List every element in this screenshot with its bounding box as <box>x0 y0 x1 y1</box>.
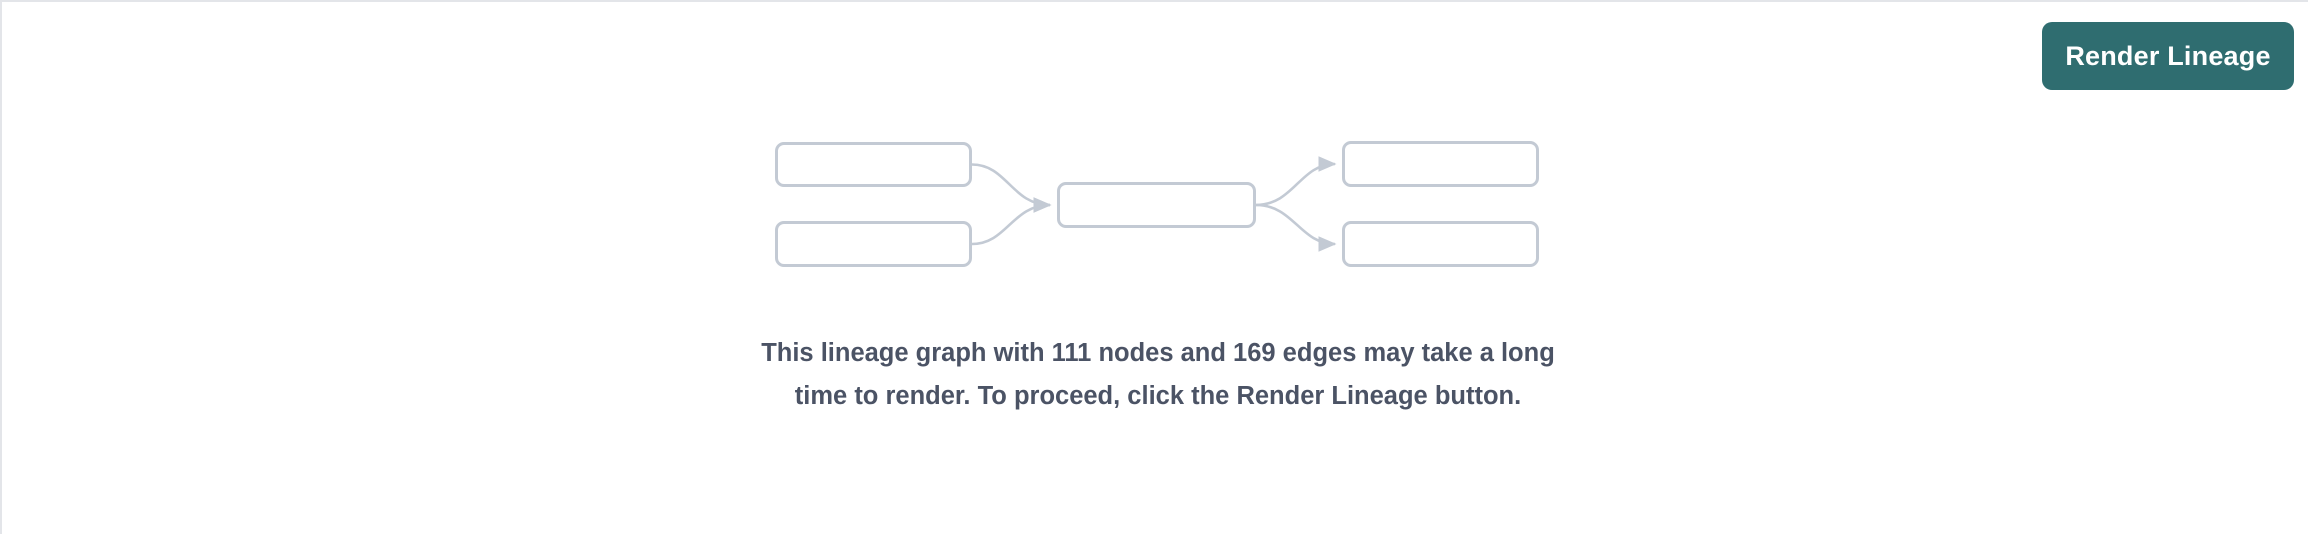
render-lineage-button[interactable]: Render Lineage <box>2042 22 2294 90</box>
edge-src-a-to-center <box>971 163 1052 213</box>
lineage-node-focus <box>1057 182 1256 228</box>
edge-center-to-dst-b <box>1255 203 1337 252</box>
edge-src-b-to-center <box>971 197 1052 246</box>
lineage-node-upstream-2 <box>775 221 972 267</box>
edge-center-to-dst-a <box>1255 156 1337 207</box>
lineage-node-downstream-1 <box>1342 141 1539 187</box>
lineage-node-downstream-2 <box>1342 221 1539 267</box>
lineage-node-upstream-1 <box>775 142 972 187</box>
lineage-warning-message: This lineage graph with 111 nodes and 16… <box>761 339 1555 410</box>
